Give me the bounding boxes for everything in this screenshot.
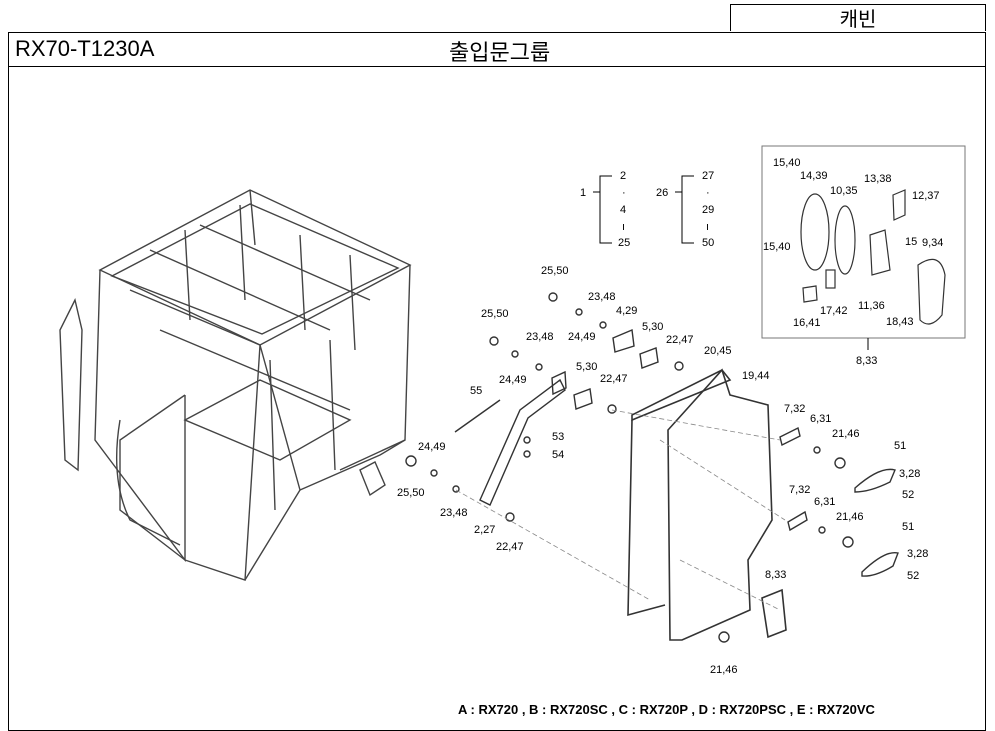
callout-label: 17,42 (820, 305, 848, 317)
callout-label: 22,47 (666, 334, 694, 346)
callout-1-item: ı (622, 221, 625, 233)
callout-labels: 1 2 · 4 ı 25 26 27 · 29 ı 50 15,40 14,39… (397, 157, 943, 676)
leader-lines (455, 409, 786, 611)
callout-label: 25,50 (481, 308, 509, 320)
category-label: 캐빈 (730, 4, 986, 31)
callout-label: 54 (552, 449, 564, 461)
callout-26-item: 27 (702, 170, 714, 182)
small-parts-drawing (405, 292, 899, 643)
callout-label: 25,50 (397, 487, 425, 499)
callout-26-item: ı (706, 221, 709, 233)
callout-26-item: 29 (702, 204, 714, 216)
callout-label: 4,29 (616, 305, 637, 317)
callout-label: 23,48 (526, 331, 554, 343)
callout-label: 5,30 (642, 321, 663, 333)
callout-label: 23,48 (588, 291, 616, 303)
model-legend: A : RX720 , B : RX720SC , C : RX720P , D… (458, 702, 875, 717)
callout-1-item: 25 (618, 237, 630, 249)
callout-label: 55 (470, 385, 482, 397)
callout-label: 51 (902, 521, 914, 533)
callout-label: 16,41 (793, 317, 821, 329)
door-glass-drawing (627, 368, 787, 641)
part-code: RX70-T1230A (15, 36, 155, 61)
callout-label: 24,49 (418, 441, 446, 453)
group-brackets (593, 175, 869, 350)
page-title: 출입문그룹 (449, 41, 551, 66)
callout-label: 8,33 (765, 569, 786, 581)
callout-label: 21,46 (832, 428, 860, 440)
callout-label: 24,49 (499, 374, 527, 386)
callout-label: 52 (902, 489, 914, 501)
callout-label: 53 (552, 431, 564, 443)
callout-label: 5,30 (576, 361, 597, 373)
callout-1-item: 2 (620, 170, 626, 182)
callout-26-item: 50 (702, 237, 714, 249)
callout-label: 15,40 (763, 241, 791, 253)
callout-label: 24,49 (568, 331, 596, 343)
callout-label: 13,38 (864, 173, 892, 185)
callout-label: 11,36 (858, 300, 885, 312)
callout-label: 6,31 (814, 496, 835, 508)
callout-1-item: · (622, 187, 626, 199)
callout-label: 3,28 (907, 548, 928, 560)
callout-label: 6,31 (810, 413, 831, 425)
callout-label: 10,35 (830, 185, 858, 197)
callout-label: 22,47 (496, 541, 524, 553)
callout-label: 51 (894, 440, 906, 452)
callout-label: 21,46 (836, 511, 864, 523)
handle-detail-box (761, 145, 966, 339)
callout-label: 2,27 (474, 524, 495, 536)
callout-label: 15,40 (773, 157, 801, 169)
cabin-frame-drawing (59, 189, 412, 581)
callout-label: 21,46 (710, 664, 738, 676)
handle-detail-drawing (800, 189, 946, 325)
callout-label: 14,39 (800, 170, 828, 182)
callout-label: 18,43 (886, 316, 914, 328)
callout-1-item: 4 (620, 204, 626, 216)
callout-26-item: · (706, 187, 710, 199)
callout-label: 52 (907, 570, 919, 582)
callout-label: 8,33 (856, 355, 877, 367)
callout-label: 7,32 (784, 403, 805, 415)
callout-label: 3,28 (899, 468, 920, 480)
callout-label: 22,47 (600, 373, 628, 385)
callout-label: 12,37 (912, 190, 940, 202)
callout-label: 23,48 (440, 507, 468, 519)
callout-label: 15 (905, 236, 917, 248)
callout-label: 20,45 (704, 345, 732, 357)
callout-label: 19,44 (742, 370, 770, 382)
callout-label: 9,34 (922, 237, 943, 249)
callout-label: 25,50 (541, 265, 569, 277)
callout-26: 26 (656, 187, 668, 199)
callout-label: 7,32 (789, 484, 810, 496)
callout-1: 1 (580, 187, 586, 199)
